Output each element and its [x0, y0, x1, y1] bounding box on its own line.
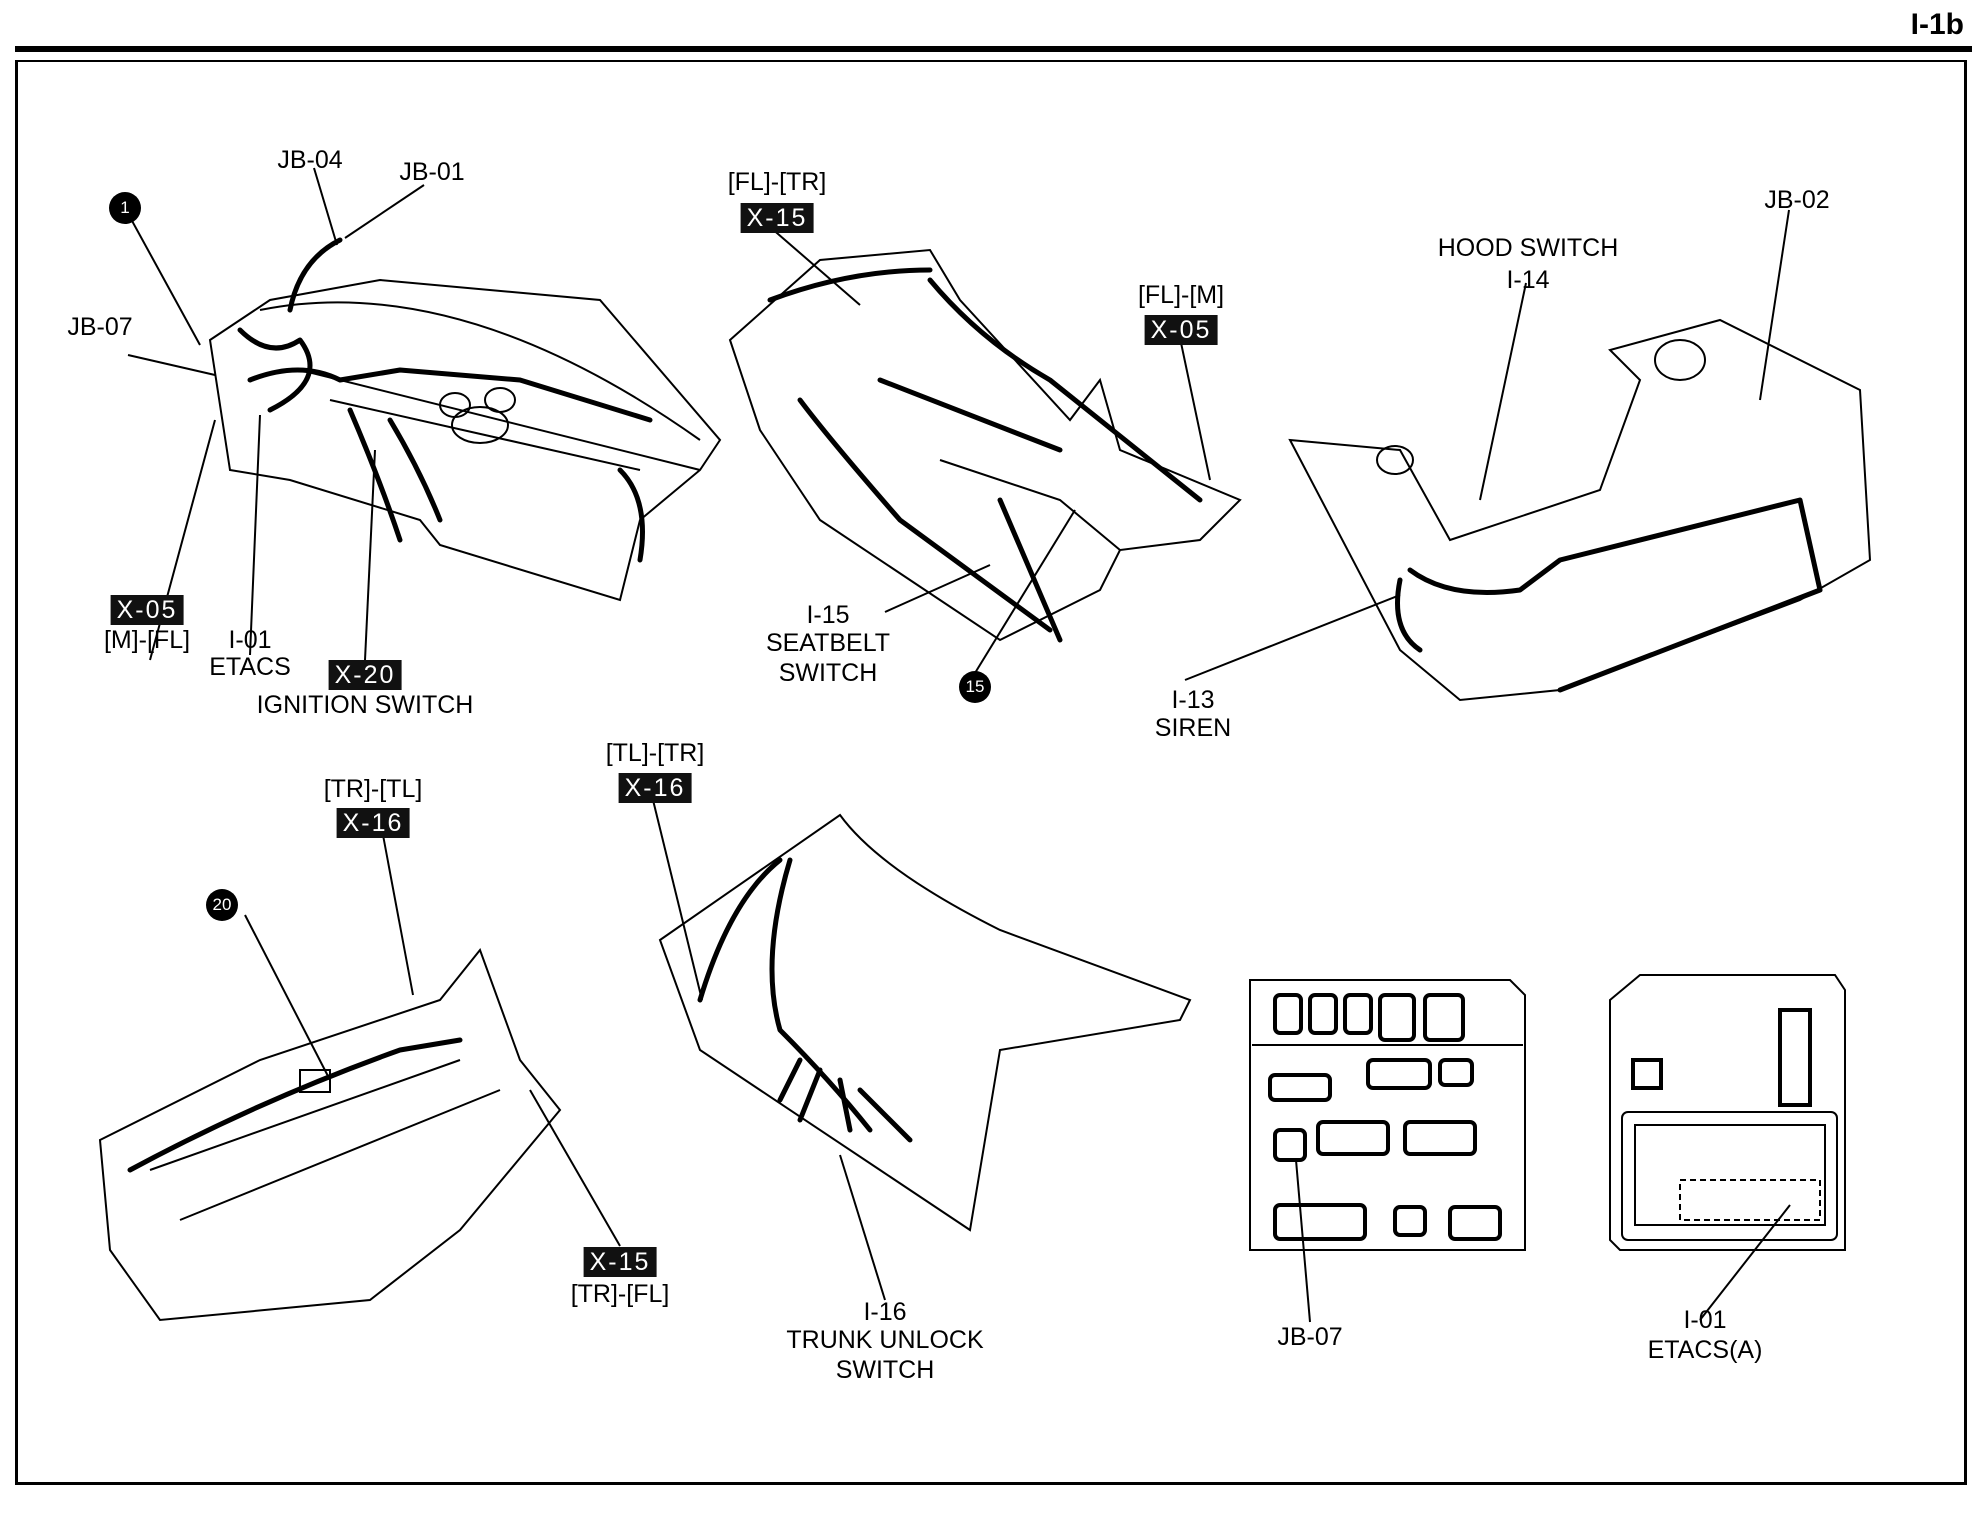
label-i-15-code: I-15 — [806, 601, 850, 629]
connector-tag-x-05-dash: X-05 — [110, 595, 184, 625]
label-i-15-switch: SWITCH — [778, 659, 878, 687]
header-rule — [15, 46, 1972, 52]
label-hood-switch: HOOD SWITCH — [1437, 234, 1619, 262]
connector-tag-x-15-trunk: X-15 — [583, 1247, 657, 1277]
callout-badge-20: 20 — [206, 889, 238, 921]
label-i-16-switch: SWITCH — [835, 1356, 935, 1384]
connector-route-m-fl: [M]-[FL] — [103, 626, 191, 654]
label-i-13-siren: SIREN — [1154, 714, 1232, 742]
connector-tag-x-16-trunk-floor: X-16 — [336, 808, 410, 838]
connector-tag-x-05-floor: X-05 — [1144, 315, 1218, 345]
connector-route-tr-tl: [TR]-[TL] — [323, 775, 423, 803]
label-jb-01: JB-01 — [399, 158, 465, 186]
connector-route-fl-m: [FL]-[M] — [1137, 281, 1225, 309]
connector-tag-x-16-trunk-lid: X-16 — [618, 773, 692, 803]
label-i-01-etacs: ETACS — [209, 653, 291, 681]
connector-route-fl-tr: [FL]-[TR] — [727, 168, 827, 196]
label-etacs-a: ETACS(A) — [1647, 1336, 1763, 1364]
label-i-14-code: I-14 — [1506, 266, 1550, 294]
connector-route-tl-tr: [TL]-[TR] — [605, 739, 705, 767]
label-i-16-code: I-16 — [863, 1298, 907, 1326]
connector-tag-x-15-floor: X-15 — [740, 203, 814, 233]
label-trunk-unlock: TRUNK UNLOCK — [786, 1326, 984, 1354]
page-id: I-1b — [1910, 8, 1964, 41]
label-i-01-code: I-01 — [228, 626, 272, 654]
label-i-15-seatbelt: SEATBELT — [765, 629, 891, 657]
label-jb-07-dash: JB-07 — [67, 313, 133, 341]
callout-badge-15: 15 — [959, 671, 991, 703]
connector-tag-x-20: X-20 — [328, 660, 402, 690]
label-jb-02: JB-02 — [1764, 186, 1830, 214]
label-i-13-code: I-13 — [1171, 686, 1215, 714]
label-i-01-etacs-a-code: I-01 — [1683, 1306, 1727, 1334]
connector-route-tr-fl: [TR]-[FL] — [570, 1280, 670, 1308]
label-jb-07-block: JB-07 — [1277, 1323, 1343, 1351]
label-jb-04: JB-04 — [277, 146, 343, 174]
diagram-frame — [15, 60, 1967, 1485]
label-ignition-switch: IGNITION SWITCH — [256, 691, 474, 719]
callout-badge-1: 1 — [109, 192, 141, 224]
